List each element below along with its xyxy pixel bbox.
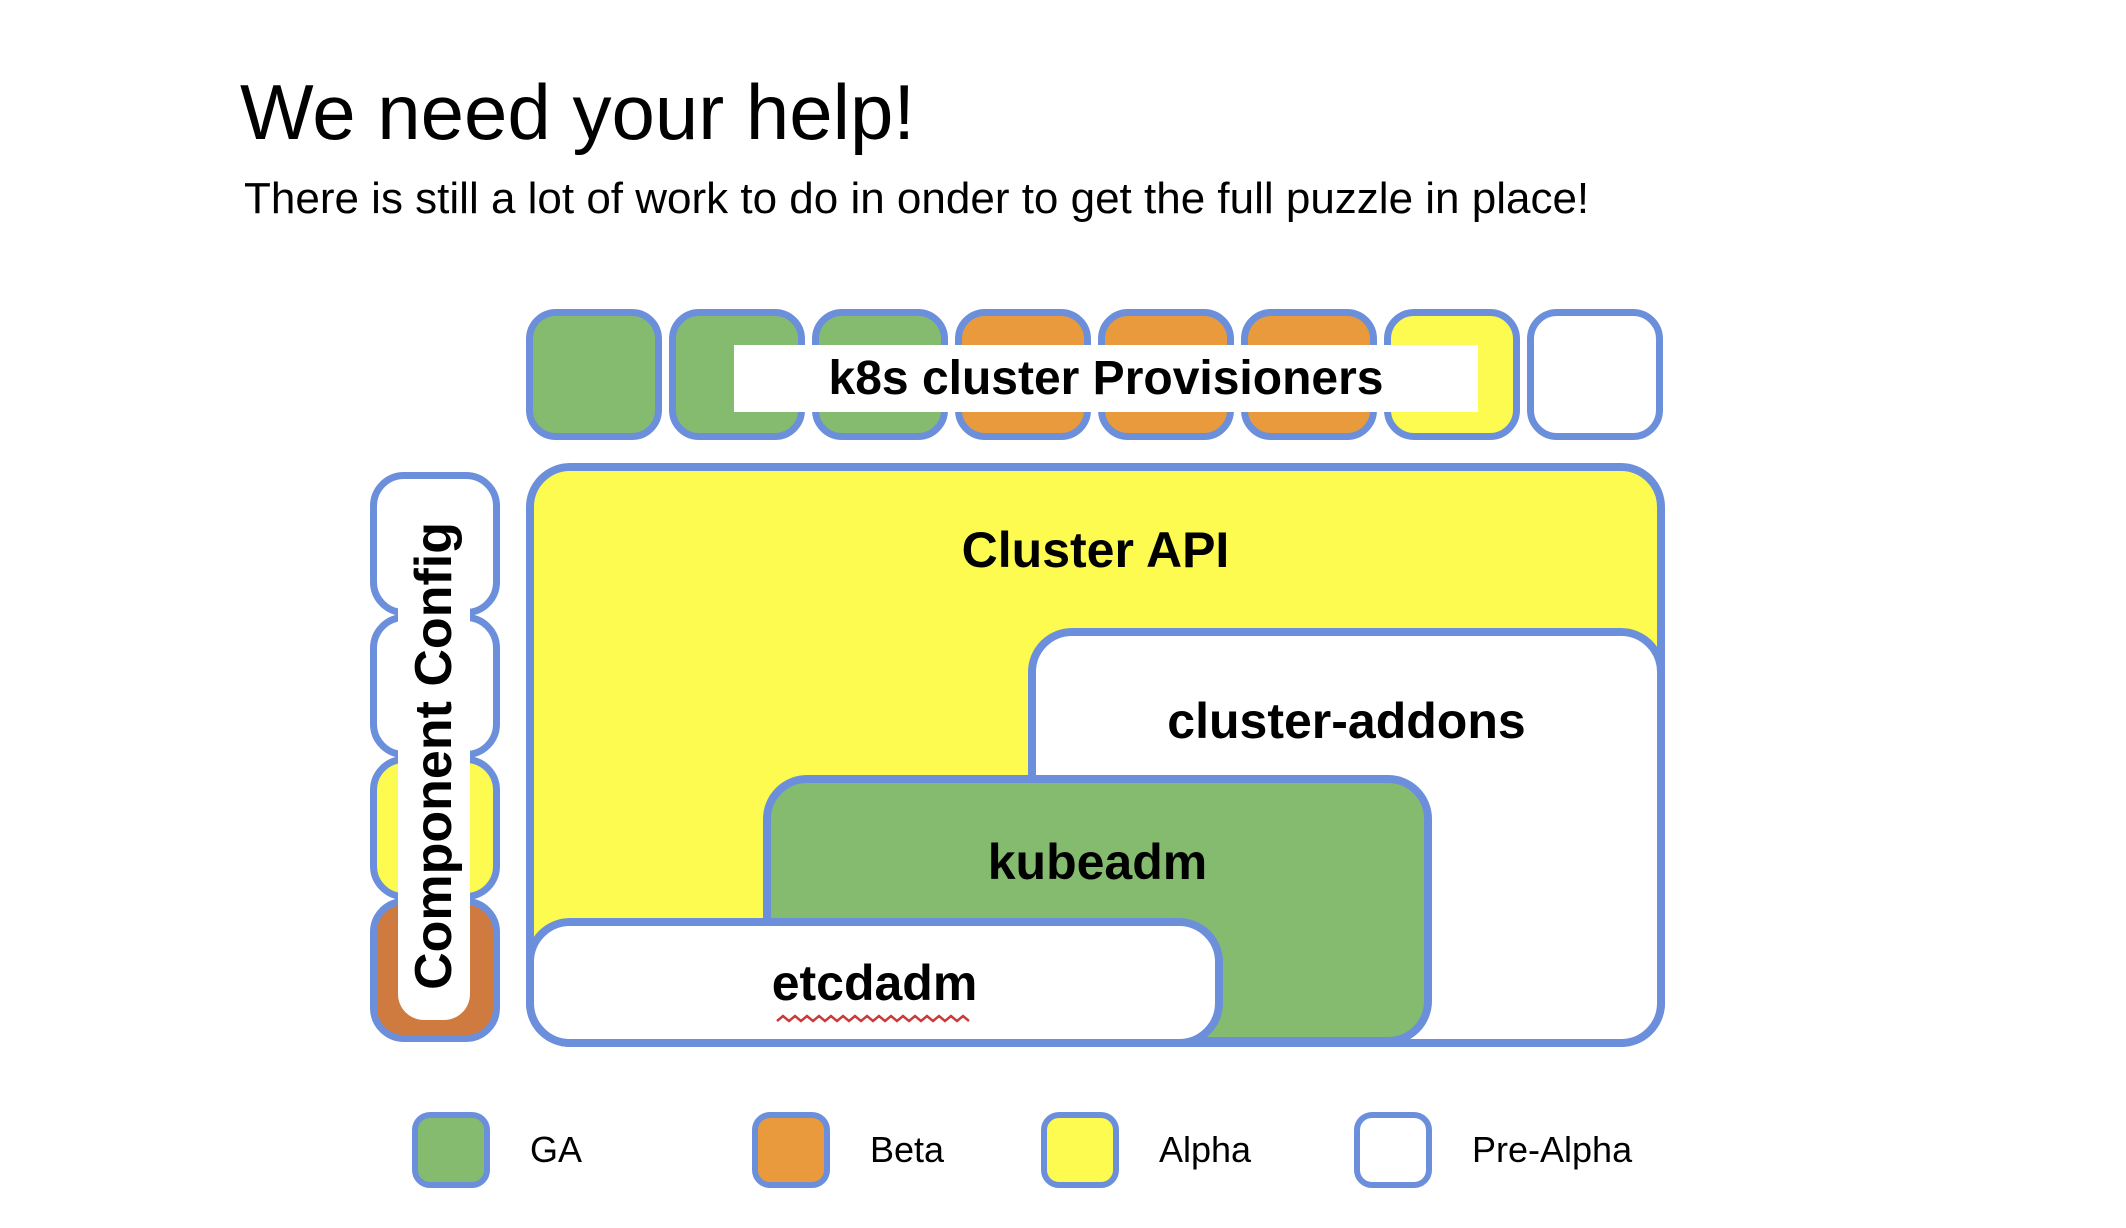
- legend-item-alpha: Alpha: [1041, 1112, 1251, 1188]
- page-subtitle: There is still a lot of work to do in on…: [244, 174, 1590, 223]
- legend-label: Alpha: [1159, 1129, 1252, 1170]
- legend-label: Beta: [870, 1129, 945, 1170]
- legend-label: GA: [530, 1129, 583, 1170]
- page-title: We need your help!: [240, 68, 915, 157]
- kubeadm-label: kubeadm: [987, 834, 1208, 890]
- etcdadm-label-wrap: etcdadm: [534, 954, 1215, 1023]
- cluster-api-label: Cluster API: [961, 522, 1230, 578]
- etcdadm-label: etcdadm: [771, 955, 978, 1011]
- etcdadm-box: etcdadm: [526, 918, 1223, 1047]
- provisioner-square-ga: [526, 309, 662, 440]
- provisioner-row-label: k8s cluster Provisioners: [734, 345, 1478, 412]
- component-config-label: Component Config: [405, 522, 463, 990]
- legend-item-prealpha: Pre-Alpha: [1354, 1112, 1632, 1188]
- cluster-addons-label: cluster-addons: [1167, 693, 1526, 749]
- spellcheck-squiggle-icon: [775, 1014, 970, 1023]
- legend-item-beta: Beta: [752, 1112, 944, 1188]
- legend-swatch-beta: [752, 1112, 830, 1188]
- legend-swatch-prealpha: [1354, 1112, 1432, 1188]
- legend-label: Pre-Alpha: [1472, 1129, 1633, 1170]
- legend-swatch-ga: [412, 1112, 490, 1188]
- component-config-strip: Component Config: [398, 492, 470, 1020]
- legend-item-ga: GA: [412, 1112, 582, 1188]
- provisioner-square-prealpha: [1527, 309, 1663, 440]
- legend-swatch-alpha: [1041, 1112, 1119, 1188]
